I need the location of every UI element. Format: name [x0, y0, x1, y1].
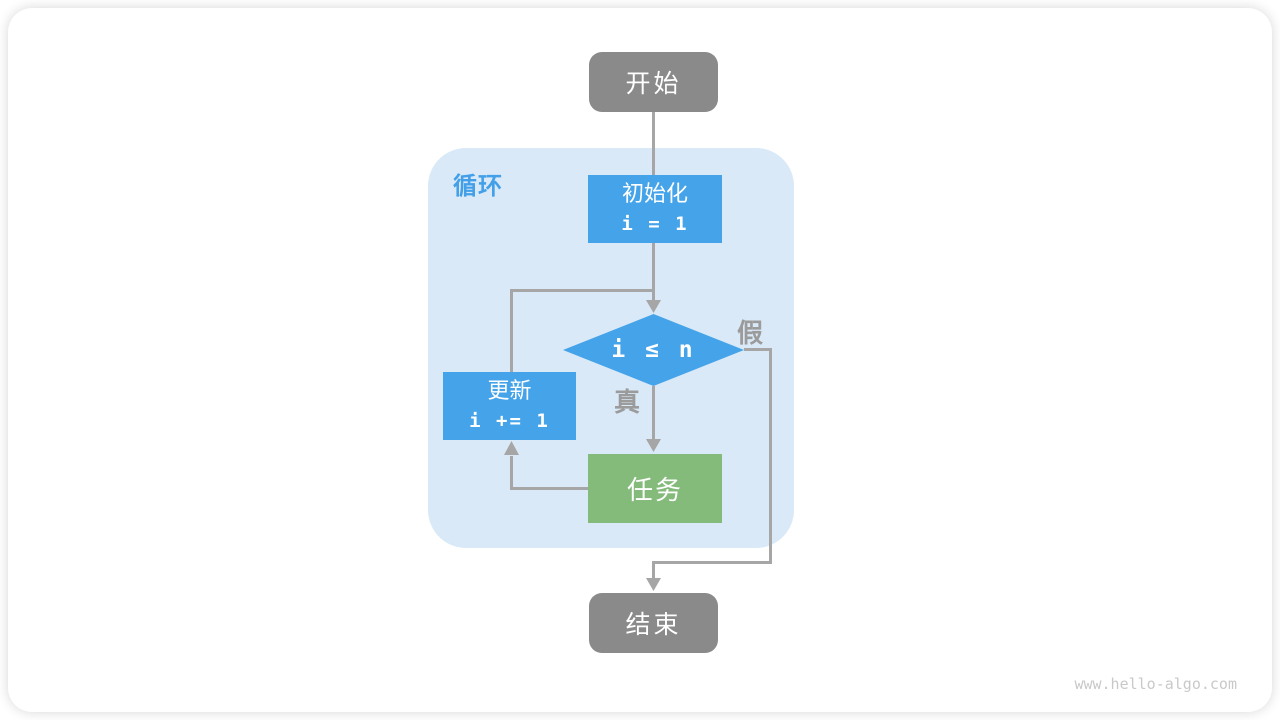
node-update: 更新 i += 1 — [443, 372, 576, 440]
edge-condition-to-end — [652, 348, 772, 579]
edge-task-to-update — [510, 456, 589, 490]
arrowhead-into-update — [504, 441, 519, 455]
edge-update-to-junction — [510, 289, 655, 373]
node-end-label: 结束 — [625, 611, 682, 639]
node-update-title: 更新 — [487, 378, 532, 403]
node-start: 开始 — [589, 52, 718, 112]
edge-label-true: 真 — [614, 387, 641, 417]
node-init: 初始化 i = 1 — [588, 175, 722, 243]
arrowhead-into-task — [646, 439, 661, 452]
node-update-code: i += 1 — [469, 410, 550, 432]
node-task: 任务 — [588, 454, 722, 523]
loop-region-label: 循环 — [453, 173, 503, 200]
condition-diamond-shape — [563, 314, 744, 386]
site-watermark: www.hello-algo.com — [1074, 675, 1237, 693]
node-init-code: i = 1 — [621, 213, 689, 235]
node-start-label: 开始 — [625, 70, 682, 98]
edge-label-false: 假 — [737, 318, 764, 348]
node-end: 结束 — [589, 593, 718, 653]
arrowhead-into-condition — [646, 300, 661, 313]
node-init-title: 初始化 — [621, 181, 688, 206]
arrowhead-into-end — [646, 578, 661, 591]
node-task-label: 任务 — [626, 475, 683, 505]
node-condition-label: i ≤ n — [611, 337, 696, 363]
